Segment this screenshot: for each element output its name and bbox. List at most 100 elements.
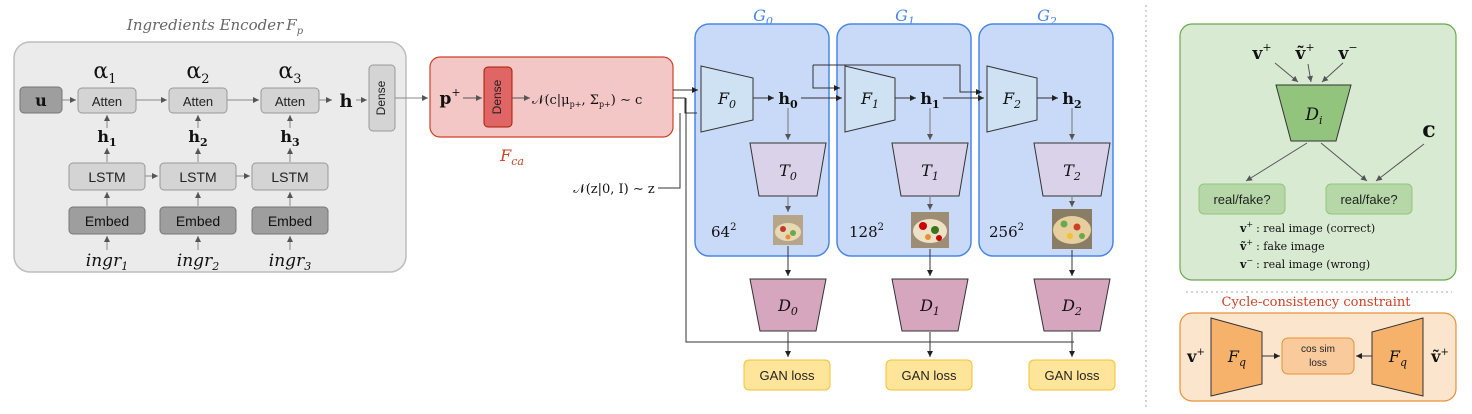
alpha-2-label: α2: [186, 59, 209, 87]
fq-left-label: Fq: [1227, 347, 1246, 369]
g2-panel: [978, 23, 1114, 257]
p-plus-label: p+: [439, 86, 460, 109]
t0-label: T0: [779, 161, 797, 183]
res-256-label: 2562: [989, 222, 1024, 241]
real-fake-right-label: real/fake?: [1340, 192, 1397, 207]
hidden-3-label: h3: [280, 127, 299, 149]
f0-label: F0: [717, 89, 736, 111]
f0-block: [700, 65, 754, 133]
real-fake-right-box: [1325, 183, 1413, 215]
input-v-plus: v+: [1251, 41, 1271, 64]
legend-real-correct: v+: real image (correct): [1239, 220, 1375, 235]
d1-block: [891, 278, 969, 332]
f2-label: F2: [1002, 89, 1021, 111]
noise-z-label: 𝒩(z|0, I) ∼ z: [573, 182, 655, 197]
g2-label: G2: [1037, 6, 1057, 28]
embed-box-2: [159, 206, 237, 235]
d0-block: [749, 278, 827, 332]
cycle-consistency-panel: Cycle-consistency constraint v+ Fq cos s…: [1179, 295, 1457, 402]
alpha-3-label: α3: [278, 59, 301, 87]
ingr-2-label: ingr2: [177, 251, 219, 273]
atten-label-2: Atten: [183, 94, 213, 109]
t2-label: T2: [1063, 161, 1081, 183]
input-v-tilde-plus: ṽ+: [1294, 41, 1314, 64]
di-block: [1275, 84, 1352, 142]
atten-label-1: Atten: [92, 94, 122, 109]
g1-panel: [836, 23, 972, 257]
ingr-3-label: ingr3: [269, 251, 311, 273]
g0-panel: [694, 23, 830, 257]
f1-label: F1: [860, 89, 879, 111]
ca-dense-label: Dense: [490, 79, 504, 114]
h2-label: h2: [1062, 89, 1081, 111]
encoder-panel: [13, 41, 407, 273]
gan-loss-box-0: [743, 359, 831, 391]
encoder-dense-label: Dense: [374, 80, 388, 115]
cos-sim-loss-box: [1281, 337, 1355, 375]
fca-label: Fca: [499, 146, 524, 168]
embed-label-3: Embed: [268, 213, 312, 229]
food-image-64: [773, 215, 803, 245]
real-fake-left-box: [1198, 183, 1286, 215]
ingr-1-label: ingr1: [86, 251, 128, 273]
f1-block: [844, 65, 896, 133]
lstm-label-3: LSTM: [271, 169, 308, 185]
food-image-128: [911, 212, 949, 248]
t1-block: [891, 142, 969, 197]
di-label: Di: [1304, 105, 1322, 127]
c-input-label: c: [1422, 117, 1435, 143]
h-output-label: h: [339, 91, 352, 112]
d2-block: [1033, 278, 1111, 332]
gan-loss-box-1: [885, 359, 973, 391]
t0-block: [749, 142, 827, 197]
input-v-minus: v−: [1337, 41, 1357, 64]
t2-block: [1033, 142, 1111, 197]
gan-loss-box-2: [1028, 359, 1116, 391]
hidden-2-label: h2: [188, 127, 207, 149]
embed-label-1: Embed: [85, 213, 129, 229]
legend-real-wrong: v−: real image (wrong): [1239, 256, 1370, 271]
h0-label: h0: [778, 89, 798, 111]
d1-label: D1: [919, 296, 940, 318]
d0-label: D0: [777, 296, 798, 318]
generator-stack: G0 G1 G2 F0 F1 F2 h0 h1 h2: [658, 6, 1116, 391]
h1-label: h1: [920, 89, 939, 111]
cycle-title: Cycle-consistency constraint: [1222, 295, 1412, 310]
g0-label: G0: [753, 6, 773, 28]
t1-label: T1: [921, 161, 939, 183]
cos-loss-label: loss: [1309, 358, 1327, 369]
d2-label: D2: [1061, 296, 1082, 318]
gan-loss-label-0: GAN loss: [760, 368, 815, 383]
cos-sim-label: cos sim: [1301, 344, 1335, 355]
lstm-label-2: LSTM: [179, 169, 216, 185]
normal-c-label: 𝒩(c|μp+, Σp+) ∼ c: [532, 93, 642, 109]
alpha-1-label: α1: [93, 59, 116, 87]
lstm-box-3: [251, 162, 329, 191]
real-fake-left-label: real/fake?: [1213, 192, 1270, 207]
discriminator-panel: v+ ṽ+ v− Di c real/fake? real/fake? v+: …: [1179, 23, 1457, 281]
cycle-v-plus-label: v+: [1186, 347, 1205, 366]
embed-label-2: Embed: [176, 213, 220, 229]
fq-left-block: [1210, 317, 1263, 397]
food-image-256: [1052, 209, 1092, 249]
f2-block: [986, 65, 1038, 133]
lstm-label-1: LSTM: [88, 169, 125, 185]
hidden-1-label: h1: [97, 127, 116, 149]
conditioning-augmentation: p+ Dense 𝒩(c|μp+, Σp+) ∼ c Fca 𝒩(z|0, I)…: [395, 56, 674, 197]
green-panel: [1179, 23, 1457, 281]
legend-fake: ṽ+: fake image: [1239, 238, 1325, 253]
u-label: u: [35, 91, 47, 110]
atten-label-3: Atten: [275, 94, 305, 109]
gan-loss-label-2: GAN loss: [1045, 368, 1100, 383]
fq-right-label: Fq: [1388, 347, 1407, 369]
cycle-v-tilde-label: ṽ+: [1430, 347, 1449, 366]
ca-dense-box: [483, 66, 513, 128]
res-128-label: 1282: [849, 222, 884, 241]
embed-box-3: [251, 206, 329, 235]
g1-label: G1: [895, 6, 915, 28]
embed-box-1: [68, 206, 146, 235]
res-64-label: 642: [711, 222, 736, 241]
